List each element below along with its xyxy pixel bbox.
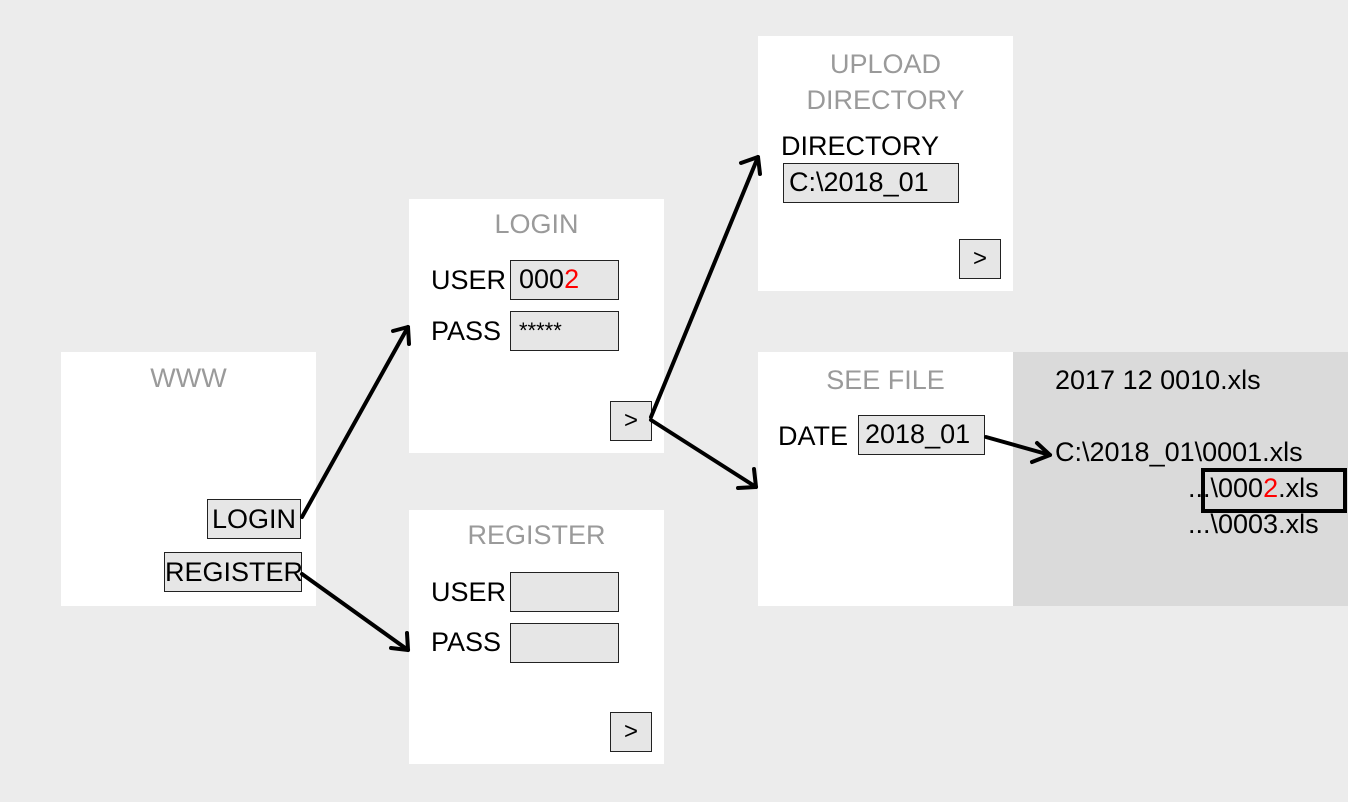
file-item-2-prefix: ...\000 — [1188, 473, 1264, 503]
login-title: LOGIN — [494, 209, 579, 239]
upload-directory-panel: UPLOAD DIRECTORY DIRECTORY C:\2018_01 > — [758, 36, 1013, 291]
register-title: REGISTER — [467, 520, 606, 550]
register-next-button[interactable]: > — [610, 712, 652, 752]
see-file-panel: SEE FILE DATE 2018_01 — [758, 352, 1013, 606]
date-label: DATE — [778, 421, 849, 451]
login-user-field[interactable]: 0002 — [510, 260, 619, 300]
login-user-value: 000 — [519, 264, 565, 294]
file-item-3[interactable]: ...\0003.xls — [1188, 509, 1319, 539]
login-next-button[interactable]: > — [610, 401, 652, 441]
login-button[interactable]: LOGIN — [207, 499, 301, 539]
directory-label: DIRECTORY — [781, 131, 940, 161]
www-title: WWW — [150, 363, 227, 393]
upload-title-line1: UPLOAD — [829, 49, 942, 79]
upload-title-line2: DIRECTORY — [806, 85, 965, 115]
arrow-login-to-login-panel — [300, 325, 411, 519]
arrow-login-to-upload-panel — [649, 155, 762, 419]
arrow-register-to-register-panel — [300, 572, 410, 652]
register-pass-field[interactable] — [510, 623, 619, 663]
file-item-1[interactable]: C:\2018_01\0001.xls — [1055, 437, 1303, 467]
file-list-area — [1012, 352, 1348, 606]
file-item-2-suffix: .xls — [1278, 473, 1319, 503]
directory-field[interactable]: C:\2018_01 — [783, 163, 959, 203]
register-button[interactable]: REGISTER — [164, 552, 303, 592]
login-user-label: USER — [431, 265, 507, 295]
file-item-2: ...\0002.xls — [1188, 470, 1319, 506]
register-user-label: USER — [431, 577, 507, 607]
arrow-login-to-see-file-panel — [649, 418, 758, 490]
login-pass-field[interactable]: ***** — [510, 311, 619, 351]
register-pass-label: PASS — [431, 627, 502, 657]
file-item-2-highlight: 2 — [1263, 473, 1279, 503]
www-panel: WWW LOGIN REGISTER — [61, 352, 316, 606]
file-item-2-selected[interactable] — [1201, 468, 1347, 513]
login-pass-label: PASS — [431, 316, 502, 346]
file-item-top[interactable]: 2017 12 0010.xls — [1055, 365, 1261, 395]
upload-next-button[interactable]: > — [959, 239, 1001, 279]
date-field[interactable]: 2018_01 — [858, 415, 985, 455]
login-user-value-highlight: 2 — [564, 264, 580, 294]
see-file-title: SEE FILE — [826, 365, 945, 395]
register-user-field[interactable] — [510, 572, 619, 612]
register-panel: REGISTER USER PASS > — [409, 510, 664, 764]
login-panel: LOGIN USER 0002 PASS ***** > — [409, 199, 664, 453]
